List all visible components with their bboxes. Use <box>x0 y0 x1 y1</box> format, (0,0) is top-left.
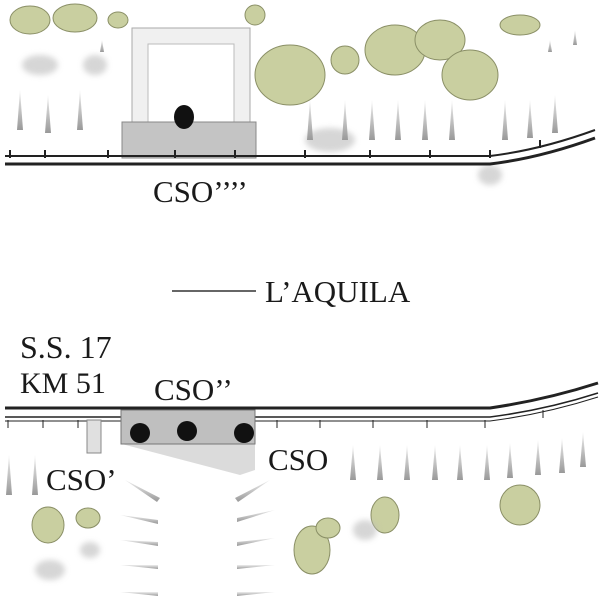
road-top <box>5 129 596 166</box>
portal-cso4 <box>121 27 257 159</box>
label-cso2: CSO’’ <box>154 372 233 407</box>
label-km: KM 51 <box>20 367 106 400</box>
portal-cso2 <box>120 409 256 475</box>
slope-marks-top <box>17 30 577 140</box>
foliage-bottom <box>31 484 541 575</box>
tunnel-hole <box>174 105 194 129</box>
shaft-cso1 <box>86 419 102 454</box>
label-city: L’AQUILA <box>265 274 411 309</box>
slope-marks-bottom <box>6 432 586 596</box>
label-cso4: CSO’’’’ <box>153 174 248 209</box>
label-cso: CSO <box>268 442 329 477</box>
label-cso1: CSO’ <box>46 462 117 497</box>
foliage-top <box>9 3 541 106</box>
label-road: S.S. 17 <box>20 329 112 365</box>
